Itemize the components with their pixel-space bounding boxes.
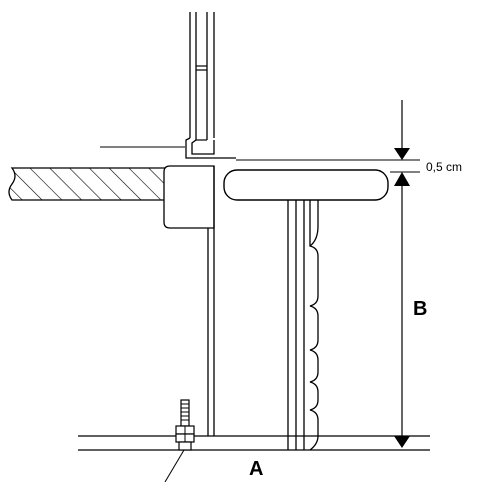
clamp-block [163, 165, 215, 229]
shelf-cap [223, 169, 389, 201]
support-panel [207, 166, 215, 436]
hook-bracket [185, 137, 236, 159]
point-a-label: A [249, 458, 263, 480]
dimension-gap-marker [236, 100, 420, 186]
countertop-section [8, 167, 166, 201]
floor-line [78, 435, 430, 451]
upper-panel [189, 12, 215, 141]
vertical-post [287, 200, 319, 451]
dimension-b-marker [394, 186, 410, 448]
adjustable-foot [164, 399, 195, 482]
dimension-b-label: B [413, 298, 427, 320]
dimension-gap-label: 0,5 cm [426, 160, 462, 174]
